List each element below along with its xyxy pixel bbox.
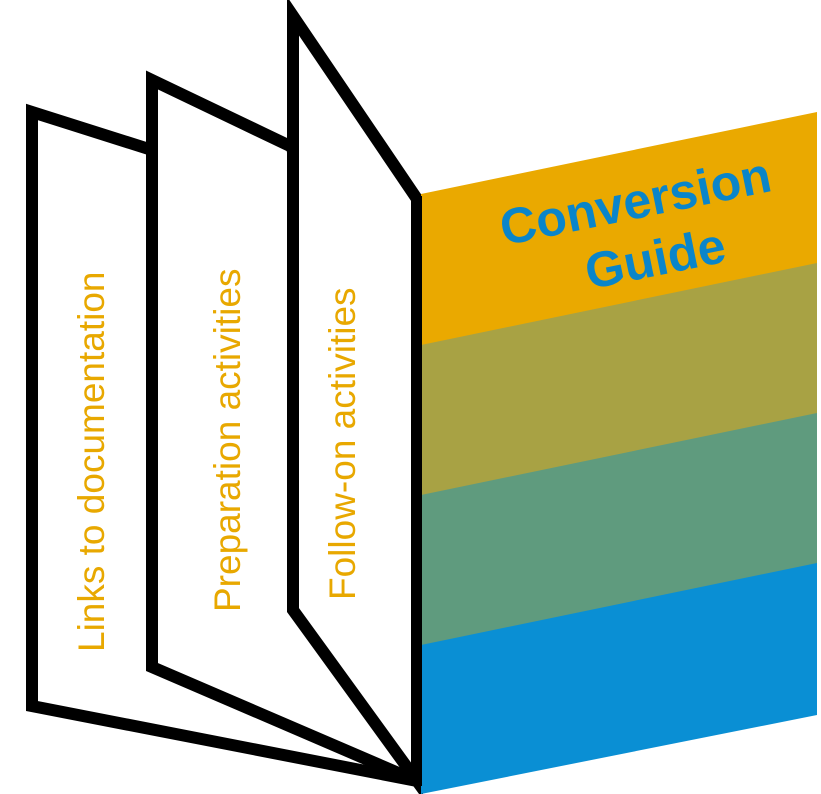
cover-band-1 bbox=[421, 112, 817, 346]
cover-band-3 bbox=[421, 413, 817, 646]
page-preparation-activities-label: Preparation activities bbox=[207, 269, 248, 612]
book-cover: Conversion Guide bbox=[414, 112, 817, 794]
cover-band-4 bbox=[421, 563, 817, 794]
page-links-to-documentation-label: Links to documentation bbox=[71, 271, 112, 652]
page-follow-on-activities-label: Follow-on activities bbox=[322, 287, 363, 600]
cover-band-2 bbox=[421, 263, 817, 496]
